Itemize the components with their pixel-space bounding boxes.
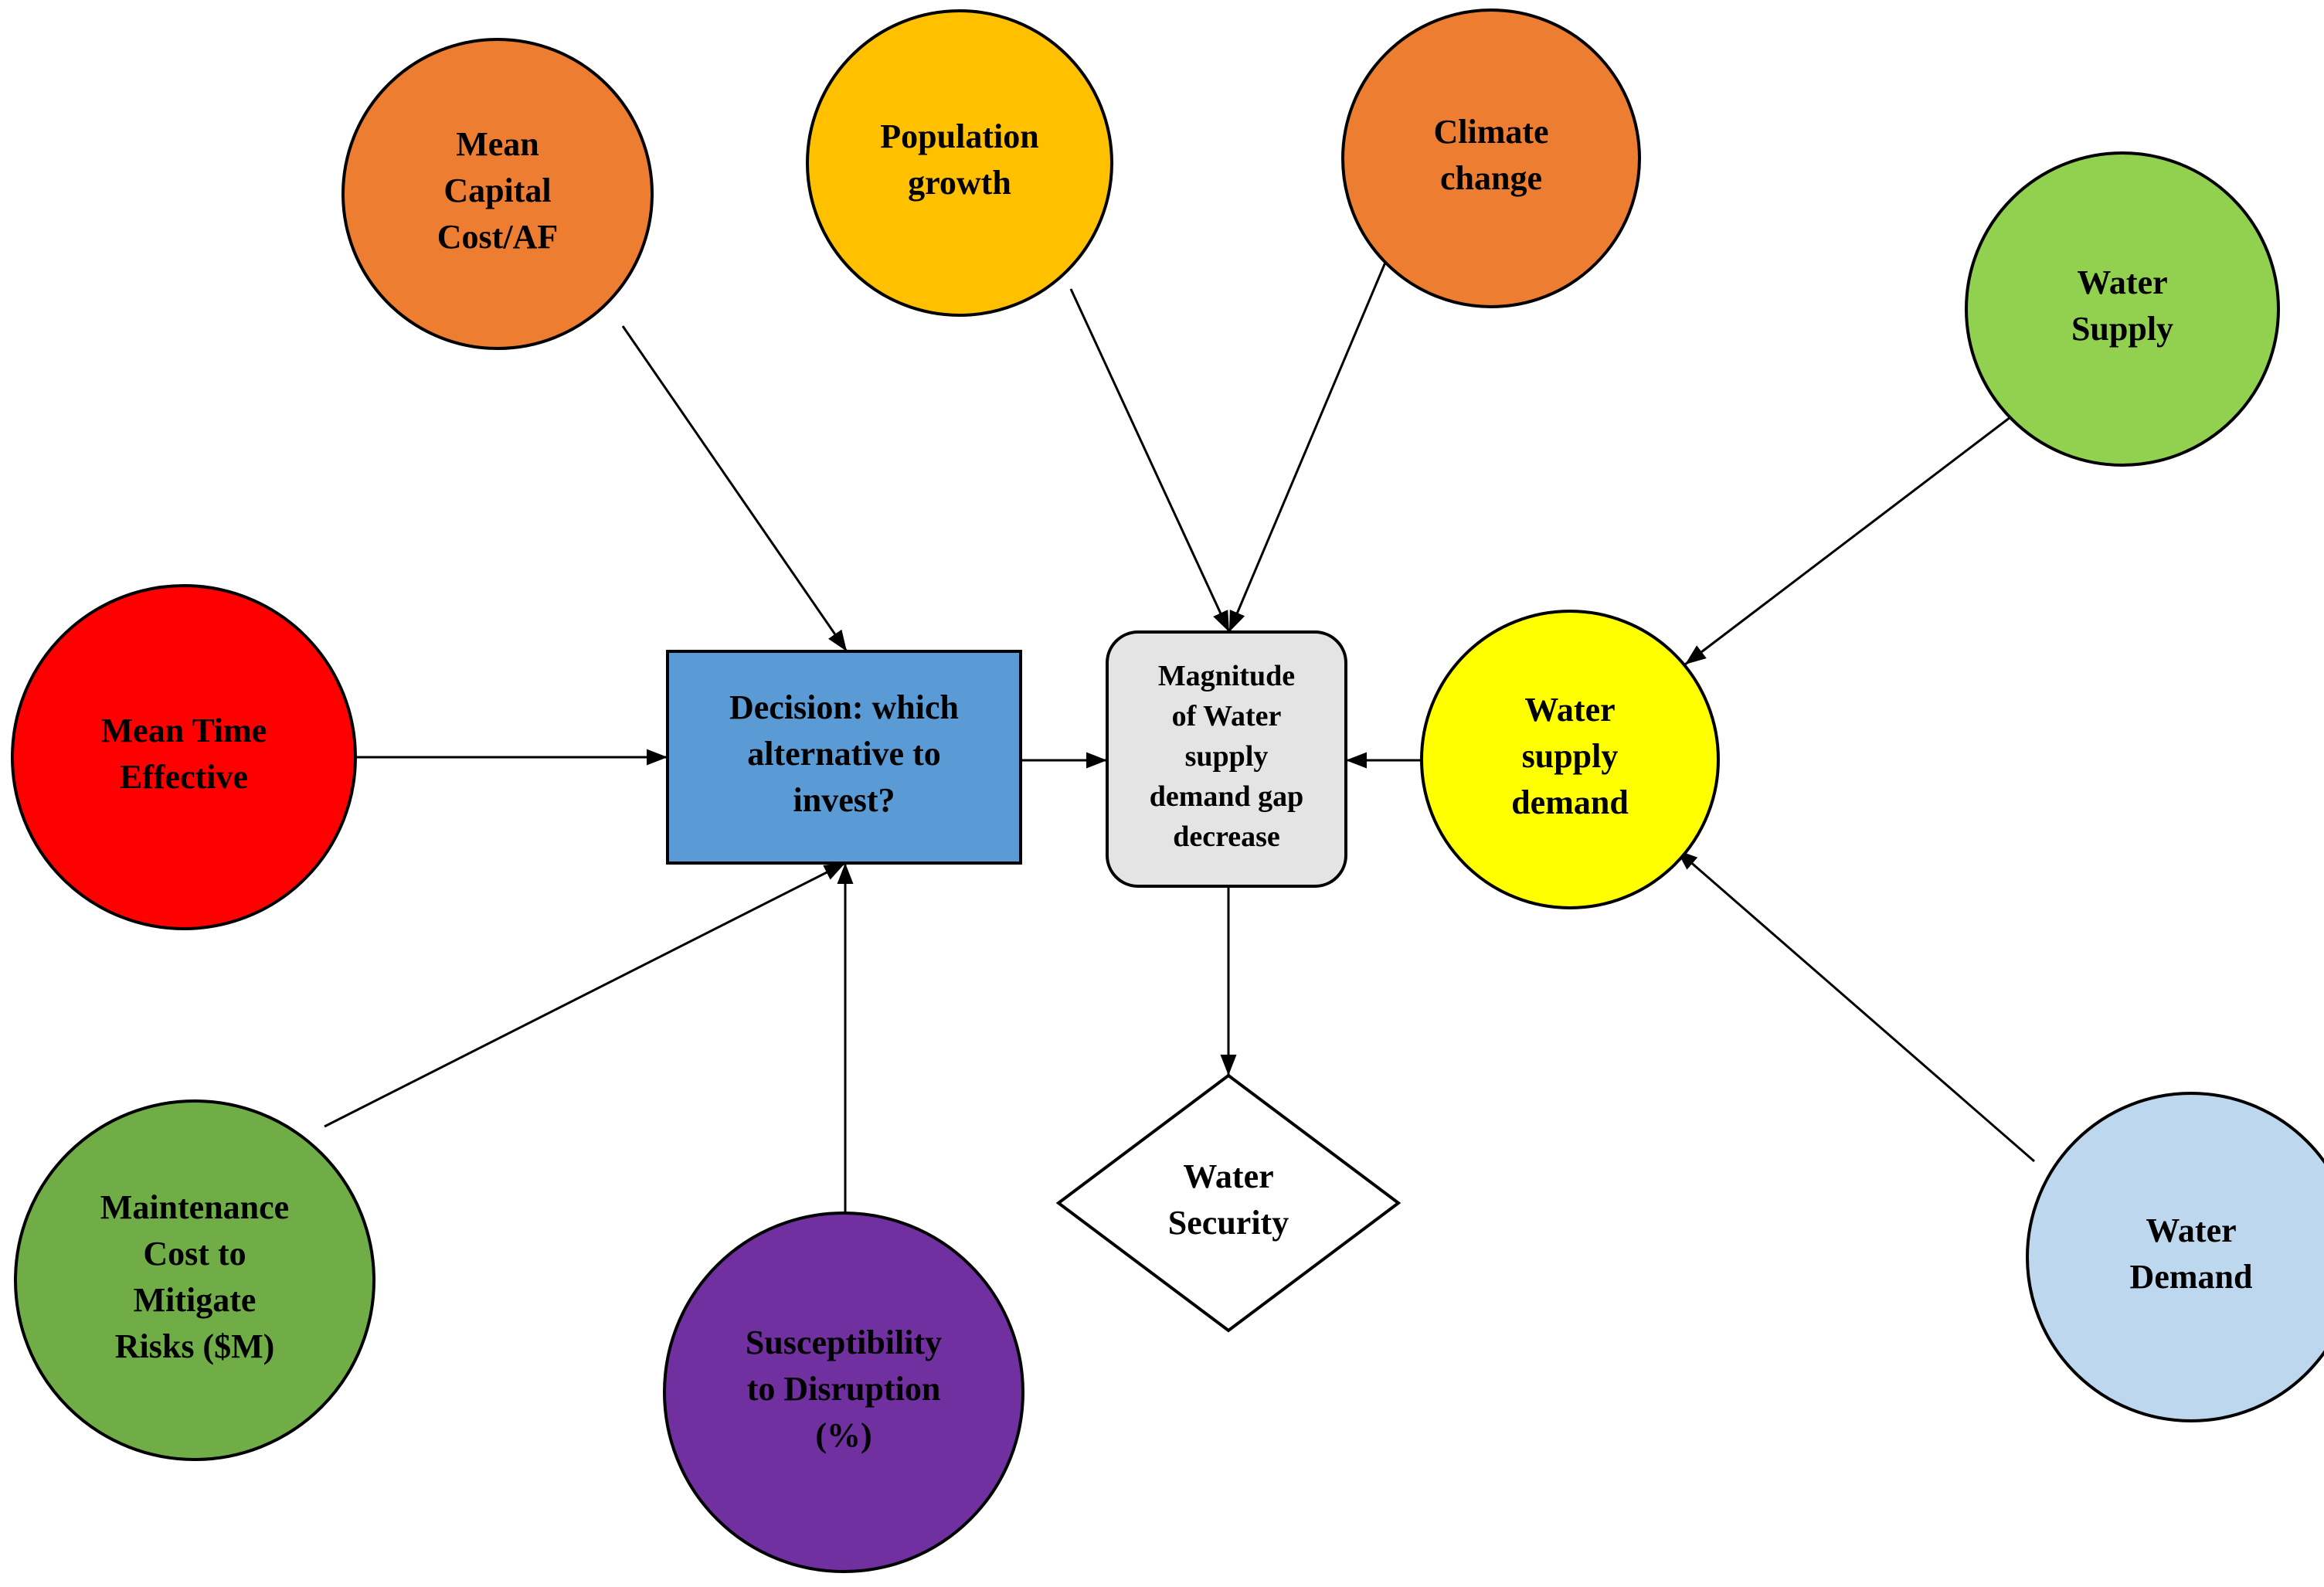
arrow-population-growth-to-magnitude: [1069, 288, 1231, 633]
susceptibility-circle-shape: [663, 1211, 1024, 1573]
decision-label-line: invest?: [793, 781, 895, 819]
water-security-label-line: Security: [1168, 1204, 1289, 1242]
water-supply-label-line: Water: [2077, 263, 2167, 301]
node-magnitude: Magnitude of Water supply demand gap decreas…: [1106, 630, 1347, 888]
arrow-mean-capital-cost-to-decision: [621, 325, 848, 652]
water-demand-label-line: Demand: [2130, 1258, 2253, 1296]
node-decision: Decision: which alternative to invest?: [666, 650, 1022, 865]
decision-rectangle-shape: [666, 650, 1022, 865]
node-population-growth: Population growth: [806, 9, 1113, 317]
mean-time-effective-label-line: Mean Time: [101, 712, 267, 749]
maintenance-cost-label-line: Cost to: [143, 1235, 246, 1273]
population-growth-label-line: growth: [908, 164, 1011, 202]
decision-label-line: Decision: which: [729, 688, 959, 726]
magnitude-label-line: Magnitude: [1158, 660, 1295, 692]
maintenance-cost-circle-shape: [14, 1099, 375, 1461]
mean-capital-cost-circle-shape: [341, 38, 654, 350]
arrow-climate-change-to-magnitude: [1228, 258, 1388, 633]
node-susceptibility: Susceptibility to Disruption (%): [663, 1211, 1024, 1573]
susceptibility-label-line: to Disruption: [747, 1370, 941, 1408]
maintenance-cost-label-line: Mitigate: [134, 1281, 257, 1319]
magnitude-label-line: decrease: [1173, 821, 1280, 853]
climate-change-label-line: Climate: [1433, 113, 1548, 151]
water-supply-label-line: Supply: [2071, 310, 2173, 348]
water-demand-label-line: Water: [2146, 1211, 2236, 1249]
water-supply-demand-label-line: demand: [1511, 783, 1629, 821]
water-demand-circle-shape: [2026, 1092, 2324, 1422]
magnitude-label-line: demand gap: [1150, 780, 1304, 813]
node-water-supply-demand: Water supply demand: [1420, 610, 1720, 909]
edges: [324, 258, 2035, 1213]
arrow-water-supply-to-water-supply-demand: [1684, 413, 2014, 666]
climate-change-label-line: change: [1440, 159, 1542, 197]
mean-time-effective-circle-shape: [11, 584, 357, 930]
mean-capital-cost-label-line: Mean: [456, 125, 539, 163]
magnitude-rounded-rectangle-shape: [1106, 630, 1347, 888]
node-climate-change: Climate change: [1341, 8, 1641, 308]
arrow-maintenance-cost-to-decision: [324, 861, 846, 1128]
susceptibility-label-line: Susceptibility: [746, 1324, 942, 1361]
water-security-label-line: Water: [1183, 1157, 1273, 1195]
arrow-water-demand-to-water-supply-demand: [1676, 848, 2035, 1163]
maintenance-cost-label-line: Maintenance: [100, 1188, 289, 1226]
water-supply-demand-circle-shape: [1420, 610, 1720, 909]
susceptibility-label-line: (%): [815, 1416, 872, 1454]
water-security-diamond-shape: [1055, 1073, 1402, 1333]
mean-capital-cost-label-line: Capital: [443, 172, 551, 209]
magnitude-label-line: supply: [1185, 740, 1269, 773]
mean-capital-cost-label-line: Cost/AF: [437, 218, 558, 256]
population-growth-circle-shape: [806, 9, 1113, 317]
water-supply-demand-label-line: supply: [1522, 737, 1619, 775]
climate-change-circle-shape: [1341, 8, 1641, 308]
water-supply-demand-label-line: Water: [1524, 691, 1615, 729]
mean-time-effective-label-line: Effective: [120, 758, 248, 796]
magnitude-label-line: of Water: [1172, 700, 1282, 732]
population-growth-label-line: Population: [880, 117, 1038, 155]
decision-label-line: alternative to: [747, 735, 940, 773]
water-supply-circle-shape: [1965, 151, 2280, 467]
maintenance-cost-label-line: Risks ($M): [115, 1327, 275, 1365]
